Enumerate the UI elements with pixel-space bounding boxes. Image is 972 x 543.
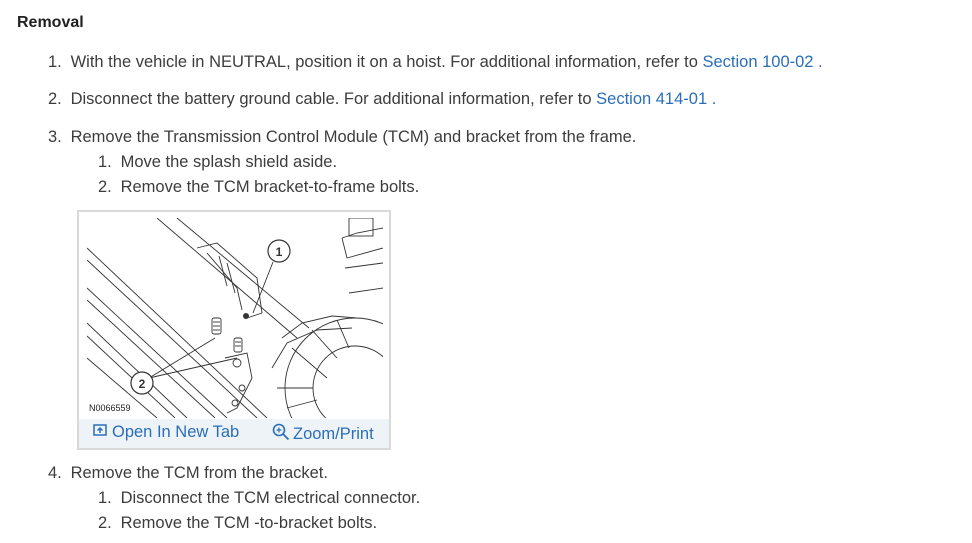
zoom-print-button[interactable]: Zoom/Print (272, 423, 374, 446)
figure-box: 1 2 N0066559 Open In New Tab Zoom/Print (77, 210, 391, 450)
section-link-414-01[interactable]: Section 414-01 (596, 90, 708, 108)
substep-4-1: 1. Disconnect the TCM electrical connect… (98, 489, 420, 508)
substep-text: Disconnect the TCM electrical connector. (120, 489, 421, 507)
zoom-icon (272, 423, 290, 446)
step-2: 2. Disconnect the battery ground cable. … (48, 90, 716, 109)
tcm-illustration: 1 2 (87, 218, 383, 418)
step-1: 1. With the vehicle in NEUTRAL, position… (48, 53, 823, 72)
step-text: Remove the Transmission Control Module (… (70, 128, 637, 146)
step-number: 3. (48, 128, 62, 146)
step-3: 3. Remove the Transmission Control Modul… (48, 128, 636, 147)
step-text: Disconnect the battery ground cable. For… (70, 90, 597, 108)
substep-3-2: 2. Remove the TCM bracket-to-frame bolts… (98, 178, 419, 197)
substep-number: 1. (98, 153, 112, 171)
substep-number: 2. (98, 514, 112, 532)
step-text: Remove the TCM from the bracket. (70, 464, 328, 482)
section-heading: Removal (17, 14, 84, 31)
substep-number: 1. (98, 489, 112, 507)
step-number: 4. (48, 464, 62, 482)
substep-text: Remove the TCM -to-bracket bolts. (120, 514, 378, 532)
step-suffix: . (707, 90, 717, 108)
open-external-icon (93, 423, 107, 442)
figure-id: N0066559 (87, 403, 133, 413)
step-suffix: . (813, 53, 823, 71)
section-link-100-02[interactable]: Section 100-02 (702, 53, 814, 71)
step-number: 1. (48, 53, 62, 71)
substep-number: 2. (98, 178, 112, 196)
substep-text: Remove the TCM bracket-to-frame bolts. (120, 178, 420, 196)
step-text: With the vehicle in NEUTRAL, position it… (70, 53, 703, 71)
tcm-line-drawing: 1 2 (87, 218, 383, 418)
step-4: 4. Remove the TCM from the bracket. (48, 464, 328, 483)
substep-3-1: 1. Move the splash shield aside. (98, 153, 337, 172)
callout-2: 2 (139, 377, 146, 391)
open-in-new-tab-button[interactable]: Open In New Tab (93, 423, 239, 442)
substep-text: Move the splash shield aside. (120, 153, 338, 171)
zoom-print-label: Zoom/Print (293, 424, 374, 443)
figure-action-bar: Open In New Tab Zoom/Print (79, 419, 389, 448)
open-in-new-tab-label: Open In New Tab (112, 423, 240, 441)
substep-4-2: 2. Remove the TCM -to-bracket bolts. (98, 514, 377, 533)
callout-1: 1 (276, 245, 283, 259)
step-number: 2. (48, 90, 62, 108)
